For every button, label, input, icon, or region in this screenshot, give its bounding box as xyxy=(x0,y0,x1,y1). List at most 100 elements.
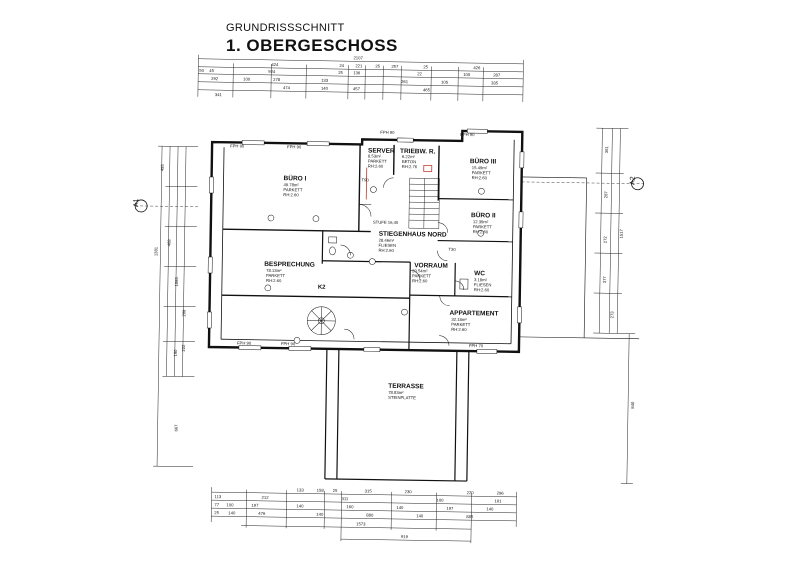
door-rating-label: T90 xyxy=(362,177,370,182)
room-label-appartement: APPARTEMENT 32.18m² PARKETT RH:2.60 xyxy=(449,310,498,332)
svg-text:BÜRO I: BÜRO I xyxy=(284,173,307,182)
svg-text:495: 495 xyxy=(160,164,165,172)
svg-text:840: 840 xyxy=(630,401,635,409)
svg-text:468: 468 xyxy=(167,239,172,247)
room-label-wc: WC 3.18m² FLIESEN RH:2.60 xyxy=(474,270,492,292)
svg-text:296: 296 xyxy=(497,491,505,496)
column-markers xyxy=(264,186,485,344)
svg-text:BÜRO III: BÜRO III xyxy=(470,156,497,165)
svg-text:208: 208 xyxy=(181,309,186,317)
svg-text:PARKETT: PARKETT xyxy=(368,158,388,163)
svg-text:RH:2.60: RH:2.60 xyxy=(474,287,490,292)
svg-text:221: 221 xyxy=(355,63,363,68)
svg-text:140: 140 xyxy=(316,512,324,517)
plan-sheet: 2107 424 24 221 25 257 25 426 50 45 924 … xyxy=(133,54,644,544)
dim-bottom-row2: 113 212 311 100 161 xyxy=(215,494,503,504)
svg-text:15.49m²: 15.49m² xyxy=(472,165,488,170)
svg-text:361: 361 xyxy=(604,146,609,154)
svg-text:377: 377 xyxy=(602,276,607,284)
svg-text:287: 287 xyxy=(603,191,608,199)
svg-text:292: 292 xyxy=(211,76,219,81)
svg-text:BÜRO II: BÜRO II xyxy=(471,210,496,219)
svg-text:PARKETT: PARKETT xyxy=(283,187,303,192)
svg-text:1517: 1517 xyxy=(619,228,624,238)
fph-label: FPH 90 xyxy=(237,340,252,345)
svg-text:136: 136 xyxy=(353,70,361,75)
svg-text:PARKETT: PARKETT xyxy=(472,170,492,175)
svg-text:6.22m²: 6.22m² xyxy=(402,154,416,159)
fph-label: FPH 90 xyxy=(281,341,296,346)
svg-text:45: 45 xyxy=(209,68,214,73)
svg-text:140: 140 xyxy=(416,513,424,518)
floor-title: 1. OBERGESCHOSS xyxy=(226,36,398,55)
room-label-triebw: TRIEBW. R. 6.22m² BETON RH:2.76 xyxy=(400,148,436,169)
top-dimension-chains xyxy=(197,54,524,102)
svg-text:78.13m²: 78.13m² xyxy=(266,268,282,273)
svg-text:WC: WC xyxy=(474,270,485,277)
svg-text:PARKETT: PARKETT xyxy=(473,224,493,229)
svg-text:457: 457 xyxy=(353,86,361,91)
svg-text:PARKETT: PARKETT xyxy=(412,273,432,278)
svg-text:25: 25 xyxy=(214,510,219,515)
svg-text:22: 22 xyxy=(417,71,422,76)
dim-bottom-row1: 133 158 25 315 230 220 296 xyxy=(297,487,505,495)
svg-text:25: 25 xyxy=(375,64,380,69)
svg-text:BETON: BETON xyxy=(402,159,416,164)
svg-text:1381: 1381 xyxy=(153,246,158,256)
svg-text:1085: 1085 xyxy=(174,276,179,286)
door-swings xyxy=(340,177,465,346)
svg-text:APPARTEMENT: APPARTEMENT xyxy=(449,310,498,318)
drawing-type-label: GRUNDRISSSCHNITT xyxy=(226,22,345,34)
room-label-buero2: BÜRO II 12.39m² PARKETT RH:2.60 xyxy=(471,210,496,234)
svg-text:667: 667 xyxy=(174,424,179,432)
room-label-vorraum: VORRAUM 20.54m² PARKETT RH:2.60 xyxy=(412,262,448,283)
door-rating-label: T30 xyxy=(448,247,456,252)
svg-text:160: 160 xyxy=(346,504,354,509)
svg-text:261: 261 xyxy=(401,79,409,84)
svg-text:476: 476 xyxy=(258,511,266,516)
svg-text:311: 311 xyxy=(342,496,349,501)
svg-text:50: 50 xyxy=(199,68,204,73)
svg-text:77: 77 xyxy=(214,502,219,507)
svg-text:100: 100 xyxy=(243,77,251,82)
svg-text:SERVER: SERVER xyxy=(368,147,395,154)
svg-text:25: 25 xyxy=(423,64,428,69)
fph-label: FPH 90 xyxy=(460,132,475,137)
svg-text:924: 924 xyxy=(268,69,276,74)
svg-text:A2: A2 xyxy=(630,176,637,185)
svg-text:32.18m²: 32.18m² xyxy=(451,317,467,322)
svg-text:PARKETT: PARKETT xyxy=(451,322,471,327)
bottom-dimension-chains xyxy=(210,487,517,544)
svg-text:105: 105 xyxy=(441,80,449,85)
svg-text:335: 335 xyxy=(491,80,499,85)
svg-text:24: 24 xyxy=(339,63,344,68)
room-label-terrasse: TERRASSE 78.83m² STEINPLATTE xyxy=(388,383,424,400)
svg-text:FLIESEN: FLIESEN xyxy=(474,282,492,287)
svg-text:140: 140 xyxy=(228,510,236,515)
svg-text:140: 140 xyxy=(296,503,304,508)
svg-text:100: 100 xyxy=(226,502,234,507)
dim-top-row4: 341 474 140 457 465 xyxy=(215,85,431,97)
svg-text:140: 140 xyxy=(486,506,494,511)
room-label-besprechung: BESPRECHUNG 78.13m² PARKETT RH:2.60 xyxy=(264,261,315,283)
svg-text:113: 113 xyxy=(215,494,222,499)
svg-text:919: 919 xyxy=(401,534,409,539)
svg-text:424: 424 xyxy=(271,62,279,67)
dim-top-row3: 292 100 278 133 261 105 335 xyxy=(211,76,499,86)
svg-text:161: 161 xyxy=(495,499,503,504)
svg-text:28.46m²: 28.46m² xyxy=(379,238,395,243)
fph-label: FPH 90 xyxy=(230,143,245,148)
svg-text:140: 140 xyxy=(321,86,329,91)
stufe-label: STUFE 16,40 xyxy=(373,220,399,225)
svg-text:TRIEBW. R.: TRIEBW. R. xyxy=(400,148,436,156)
svg-text:RH:2.60: RH:2.60 xyxy=(368,163,384,168)
svg-text:25: 25 xyxy=(338,70,343,75)
svg-text:140: 140 xyxy=(396,505,404,510)
right-outer-area xyxy=(519,176,640,340)
svg-text:222: 222 xyxy=(181,344,186,352)
svg-text:272: 272 xyxy=(603,236,608,244)
svg-text:RH:2.60: RH:2.60 xyxy=(378,248,394,253)
left-dimension-chains xyxy=(153,145,199,468)
svg-text:RH:2.76: RH:2.76 xyxy=(402,164,418,169)
windows xyxy=(206,128,525,354)
